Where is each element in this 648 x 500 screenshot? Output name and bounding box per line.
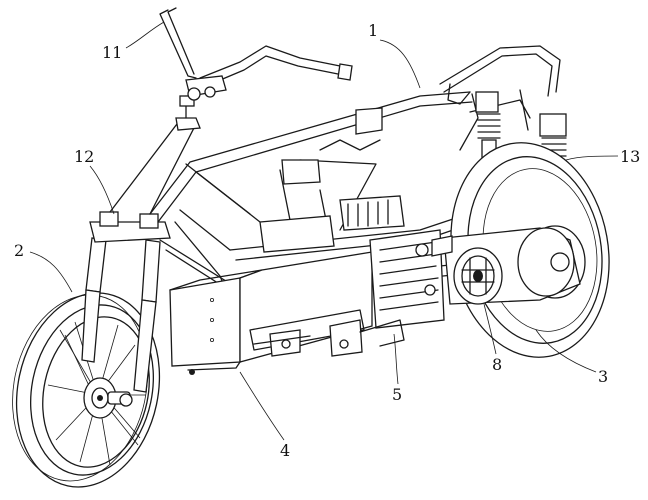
label-12: 12 [74, 147, 94, 166]
label-5: 5 [392, 385, 402, 404]
callout-labels: 1 2 3 4 5 8 11 12 13 [14, 21, 640, 460]
leader-lines [29, 21, 619, 441]
label-8: 8 [492, 355, 502, 374]
label-11: 11 [102, 43, 122, 62]
label-1: 1 [368, 21, 378, 40]
handlebar-drawing [159, 7, 353, 101]
front-fork-drawing [81, 95, 201, 393]
label-2: 2 [14, 241, 24, 260]
front-wheel-drawing [12, 292, 161, 488]
label-13: 13 [620, 147, 640, 166]
motor-bracket-drawing [253, 319, 405, 357]
label-4: 4 [280, 441, 290, 460]
drive-unit-drawing [339, 195, 581, 329]
label-3: 3 [598, 367, 608, 386]
battery-box-drawing [169, 251, 373, 375]
